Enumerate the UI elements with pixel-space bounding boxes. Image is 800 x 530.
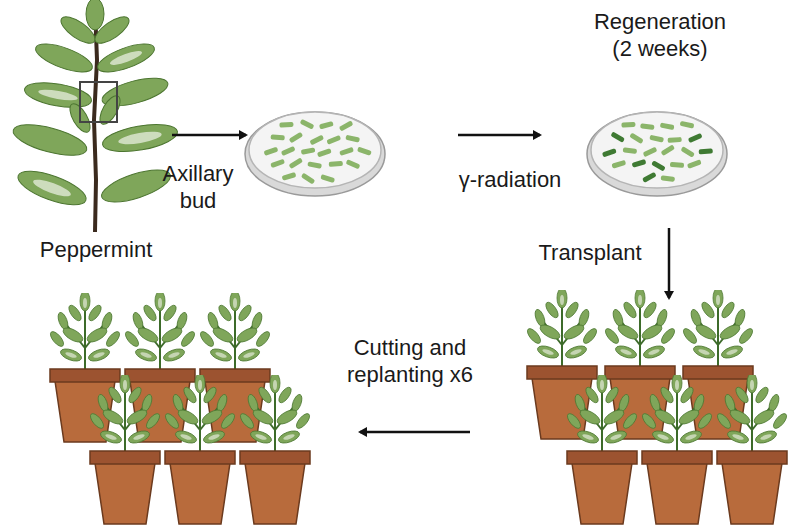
- explant: [300, 119, 315, 130]
- explant: [629, 133, 644, 145]
- explant: [345, 135, 360, 143]
- explant: [279, 122, 293, 128]
- explant: [271, 134, 285, 140]
- explant: [264, 147, 279, 156]
- explant: [640, 123, 654, 129]
- explant: [687, 159, 702, 168]
- arrow: [360, 431, 470, 434]
- explant: [668, 137, 682, 143]
- explant: [649, 135, 664, 143]
- explant: [660, 123, 675, 131]
- potted-plants: [525, 288, 789, 524]
- explant: [621, 122, 635, 128]
- explant: [317, 148, 332, 157]
- explant: [623, 147, 638, 154]
- petri-dish: [245, 112, 385, 196]
- arrow-label: Cutting and replanting x6: [345, 334, 475, 388]
- explant: [339, 120, 354, 131]
- explant: [339, 147, 354, 156]
- explant: [289, 132, 304, 144]
- bud-box: [80, 82, 117, 122]
- explant: [643, 147, 658, 158]
- explant: [270, 159, 285, 168]
- explant: [329, 161, 343, 167]
- explant: [307, 161, 322, 168]
- peppermint-plant: [10, 0, 179, 232]
- explant: [661, 144, 676, 156]
- explant: [699, 148, 713, 154]
- explant: [680, 121, 695, 129]
- potted-plants: [48, 291, 312, 524]
- explant: [281, 146, 296, 156]
- explant: [661, 175, 675, 181]
- explant: [282, 172, 297, 181]
- explant: [289, 157, 304, 169]
- arrow-label: γ-radiation: [440, 166, 580, 193]
- explant: [642, 172, 657, 183]
- explant: [357, 147, 372, 156]
- explant: [651, 160, 666, 171]
- explant: [688, 133, 703, 143]
- plant-name: Peppermint: [11, 236, 181, 263]
- arrow: [668, 228, 671, 298]
- explant: [680, 146, 695, 158]
- explant: [301, 147, 316, 154]
- explant: [611, 160, 626, 169]
- explant: [309, 135, 324, 146]
- arrow-label: Axillary bud: [158, 160, 238, 214]
- explant: [346, 159, 361, 169]
- explant: [632, 159, 647, 168]
- explant: [610, 131, 625, 142]
- explant: [320, 174, 335, 183]
- explant: [326, 135, 341, 145]
- arrow-label: Transplant: [520, 239, 660, 266]
- explant: [602, 148, 617, 157]
- arrow: [458, 134, 540, 137]
- explant: [670, 162, 684, 168]
- explant: [301, 173, 315, 185]
- arrow: [172, 134, 246, 137]
- step-heading: Regeneration (2 weeks): [585, 8, 735, 62]
- explant: [319, 121, 334, 129]
- petri-dish: [587, 112, 727, 196]
